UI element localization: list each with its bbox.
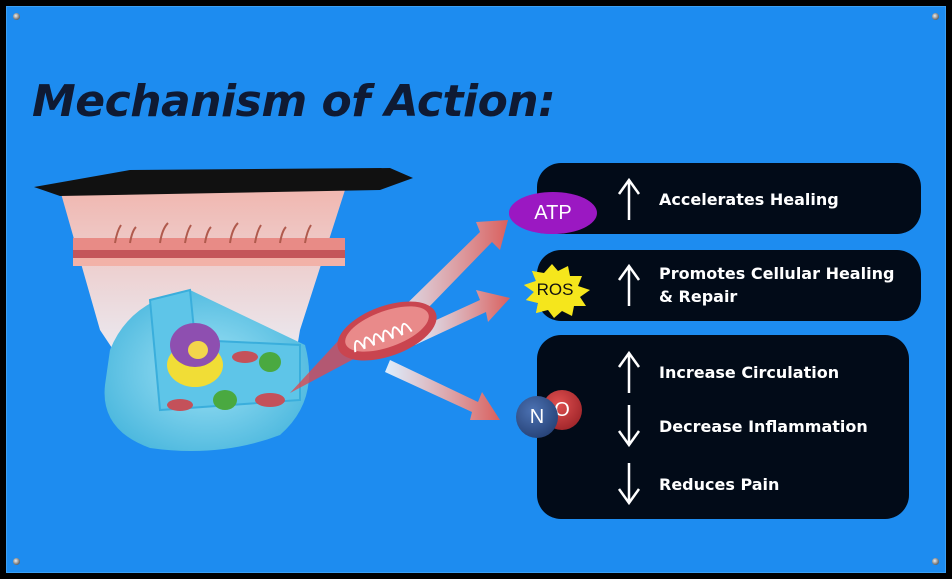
effect-box-no bbox=[537, 335, 909, 519]
effect-item: Accelerates Healing bbox=[615, 176, 839, 222]
screw-icon bbox=[13, 13, 20, 20]
effect-box-atp bbox=[537, 163, 921, 234]
effect-item: Reduces Pain bbox=[615, 461, 779, 507]
no-molecule-icon: O N bbox=[516, 390, 582, 440]
arrow-up-icon bbox=[617, 177, 641, 220]
light-therapy-device bbox=[34, 168, 413, 196]
skin-layer bbox=[73, 222, 345, 266]
mitochondrion bbox=[337, 301, 437, 361]
page-title: Mechanism of Action: bbox=[32, 76, 556, 127]
effect-item: Promotes Cellular Healing & Repair bbox=[615, 262, 909, 308]
arrow-up-icon bbox=[617, 350, 641, 393]
screw-icon bbox=[932, 558, 939, 565]
effect-item: Decrease Inflammation bbox=[615, 403, 868, 449]
screw-icon bbox=[13, 558, 20, 565]
effect-box-ros bbox=[537, 250, 921, 321]
animal-cell bbox=[104, 288, 310, 452]
arrow-down-icon bbox=[617, 405, 641, 448]
arrow-down-icon bbox=[617, 463, 641, 506]
arrow-up-icon bbox=[617, 263, 641, 306]
ros-badge-overlay: ROS bbox=[536, 280, 574, 299]
atp-badge-overlay: ATP bbox=[509, 192, 597, 234]
effect-item: Increase Circulation bbox=[615, 349, 839, 395]
screw-icon bbox=[932, 13, 939, 20]
